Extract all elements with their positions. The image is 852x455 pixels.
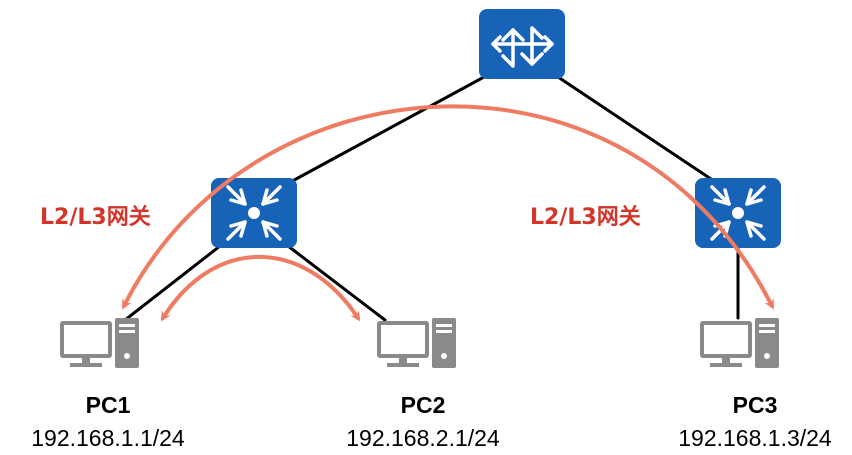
- link-switch-left-pc1: [123, 244, 222, 322]
- pc-icon: [60, 318, 139, 368]
- flow-arrow-pc1-to-pc2: [160, 255, 361, 322]
- pc2: PC2 192.168.2.1/24: [346, 318, 500, 451]
- link-switch-left-pc2: [286, 244, 387, 322]
- router-icon: [491, 26, 554, 68]
- pc1-ip: 192.168.1.1/24: [31, 425, 185, 451]
- pc3: PC3 192.168.1.3/24: [678, 318, 832, 451]
- pc3-name: PC3: [733, 392, 778, 418]
- pc2-ip: 192.168.2.1/24: [346, 425, 500, 451]
- pc3-ip: 192.168.1.3/24: [678, 425, 832, 451]
- flow-arrow-pc1-to-pc3: [122, 104, 774, 310]
- l3-switch-left: [209, 176, 299, 250]
- router: [479, 9, 565, 79]
- gateway-label-left: L2/L3网关: [40, 205, 151, 230]
- pc1-name: PC1: [86, 392, 131, 418]
- traffic-flows: [122, 104, 774, 322]
- pc-icon: [700, 318, 779, 368]
- link-router-switch-left: [283, 75, 486, 187]
- l3-switch-icon: [209, 176, 299, 250]
- pc1: PC1 192.168.1.1/24: [31, 318, 185, 451]
- pc2-name: PC2: [401, 392, 446, 418]
- network-links: [123, 75, 740, 322]
- link-router-switch-right: [556, 75, 722, 187]
- pc-icon: [377, 318, 456, 368]
- gateway-label-right: L2/L3网关: [530, 205, 641, 230]
